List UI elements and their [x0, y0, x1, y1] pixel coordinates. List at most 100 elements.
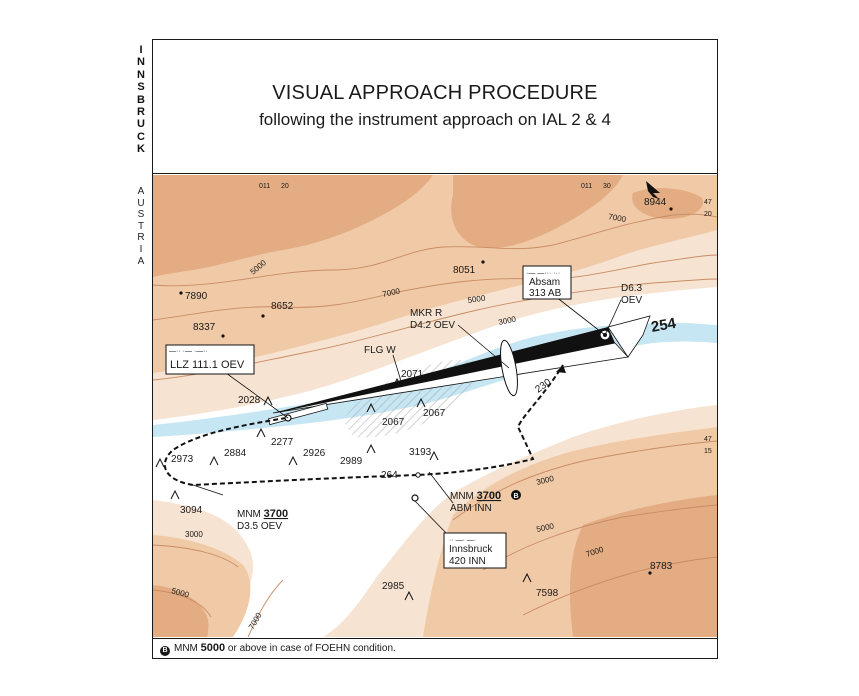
- peak-pointer-icon: [646, 181, 660, 199]
- terrain-south-high: [570, 495, 717, 637]
- absam-box: [522, 265, 572, 300]
- visual-approach-track: [163, 364, 564, 487]
- elevation-2926: 2926: [303, 448, 326, 459]
- terrain-peak-8944: [632, 188, 704, 219]
- footer-value: 5000: [200, 642, 226, 654]
- d63-line2: OEV: [621, 295, 642, 306]
- contour-label-3000-b: 3000: [535, 474, 555, 487]
- elevation-2989: 2989: [340, 456, 363, 467]
- obstacle-3094: [170, 489, 180, 500]
- llz-name: LLZ 111.1 OEV: [170, 359, 245, 371]
- elevation-8051: 8051: [453, 265, 476, 276]
- mnm-east-alt: 3700: [477, 490, 501, 502]
- spot-height-8337: [221, 334, 225, 338]
- mnm-west-alt: 3700: [264, 508, 288, 520]
- grid-label-r1-a: 47: [704, 199, 712, 206]
- approach-map: B 011 20 011 30 47 20 47 15 8944 8051 78…: [153, 175, 717, 637]
- absam-freq: 313 AB: [529, 288, 562, 299]
- waypoint-264: [415, 472, 421, 478]
- elevation-2071: 2071: [401, 369, 424, 380]
- foehn-b-icon: B: [160, 646, 170, 656]
- contour-label-5000-c: 5000: [536, 521, 556, 534]
- obstacle-2926: [288, 455, 298, 466]
- mnm-west-line2: D3.5 OEV: [237, 521, 282, 532]
- elevation-2884: 2884: [224, 448, 247, 459]
- obstacle-2071: [392, 377, 402, 388]
- side-label-country: A U S T R I A: [137, 186, 145, 267]
- waypoint-264-label: 264: [381, 470, 398, 481]
- terrain-north-high: [153, 175, 433, 277]
- elevation-8783: 8783: [650, 561, 673, 572]
- grid-label-tr-a: 011: [581, 183, 592, 190]
- obstacle-7598: [522, 572, 532, 583]
- llz-morse: —·· ·— ·—··: [169, 348, 208, 355]
- valley: [153, 287, 717, 637]
- elevation-3094: 3094: [180, 505, 203, 516]
- obstacle-2028: [263, 395, 273, 406]
- side-label-city: I N N S B R U C K: [137, 44, 145, 156]
- grid-label-r2-a: 47: [704, 436, 712, 443]
- obstacle-2884: [209, 455, 219, 466]
- elevation-8652: 8652: [271, 301, 294, 312]
- mnm-east-line1: MNM 3700: [450, 490, 501, 502]
- footer-note: B MNM 5000 or above in case of FOEHN cond…: [160, 642, 396, 656]
- grid-label-tr-b: 30: [603, 183, 611, 190]
- approach-wedge-dark: [273, 327, 615, 413]
- obstacle-2067b: [416, 397, 426, 408]
- elevation-2277: 2277: [271, 437, 294, 448]
- absam-name: Absam: [529, 277, 560, 288]
- elevation-8944: 8944: [644, 197, 667, 208]
- runway-number: 254: [650, 315, 678, 336]
- llz-box: [165, 344, 255, 375]
- inn-morse: ·· —· —·: [449, 537, 476, 544]
- grid-label-r1-b: 20: [704, 211, 712, 218]
- inn-name: Innsbruck: [449, 544, 493, 555]
- obstacle-2067: [366, 402, 376, 413]
- page-title: VISUAL APPROACH PROCEDURE: [272, 82, 598, 104]
- spot-heights: [179, 207, 673, 575]
- contour-label-3000-c: 3000: [185, 530, 203, 539]
- elevation-3193: 3193: [409, 447, 432, 458]
- footer-suffix: or above in case of FOEHN condition.: [225, 643, 396, 654]
- elevation-7598: 7598: [536, 588, 559, 599]
- course-arrow: [556, 365, 566, 373]
- contour-label-5000-b: 5000: [467, 294, 486, 305]
- obstacle-2277: [256, 427, 266, 438]
- spot-height-8944: [669, 207, 673, 211]
- elevation-8337: 8337: [193, 322, 216, 333]
- mnm-b-icon: [511, 490, 521, 500]
- footer-divider: [152, 638, 718, 639]
- mkr-line1: MKR R: [410, 308, 442, 319]
- elevation-2067a: 2067: [382, 417, 405, 428]
- grid-label-tl-b: 20: [281, 183, 289, 190]
- d63-line1: D6.3: [621, 283, 643, 294]
- terrain-north-high-2: [451, 175, 623, 249]
- mnm-b-icon-letter: B: [513, 493, 518, 500]
- elevation-2028: 2028: [238, 395, 261, 406]
- approach-wedge-light: [272, 342, 629, 414]
- obstacle-3193: [429, 450, 439, 461]
- runway-extension: [607, 315, 651, 358]
- obstacle-2985: [404, 590, 414, 601]
- spot-height-8783: [648, 571, 652, 575]
- contour-label-7000-b: 7000: [382, 286, 402, 299]
- mnm-west-prefix: MNM: [237, 509, 264, 520]
- mnm-east-line2: ABM INN: [450, 503, 492, 514]
- inn-ndb-symbol: [411, 494, 419, 502]
- flg-label: FLG W: [364, 345, 396, 356]
- absam-morse: ·— —··· ···: [526, 270, 560, 277]
- elevation-2985: 2985: [382, 581, 405, 592]
- spot-height-7890: [179, 291, 183, 295]
- contour-label-3000-a: 3000: [498, 314, 518, 327]
- obstacle-2989: [366, 443, 376, 454]
- grid-label-r2-b: 15: [704, 448, 712, 455]
- footer-prefix: MNM: [174, 643, 201, 654]
- page-subtitle: following the instrument approach on IAL…: [259, 110, 611, 129]
- obstacle-markers: [155, 377, 532, 601]
- terrain-sw-high: [153, 585, 209, 637]
- header-divider: [152, 173, 718, 174]
- grid-label-tl-a: 011: [259, 183, 270, 190]
- obstacle-2973: [155, 457, 165, 468]
- spot-height-8652: [261, 314, 265, 318]
- mkr-line2: D4.2 OEV: [410, 320, 455, 331]
